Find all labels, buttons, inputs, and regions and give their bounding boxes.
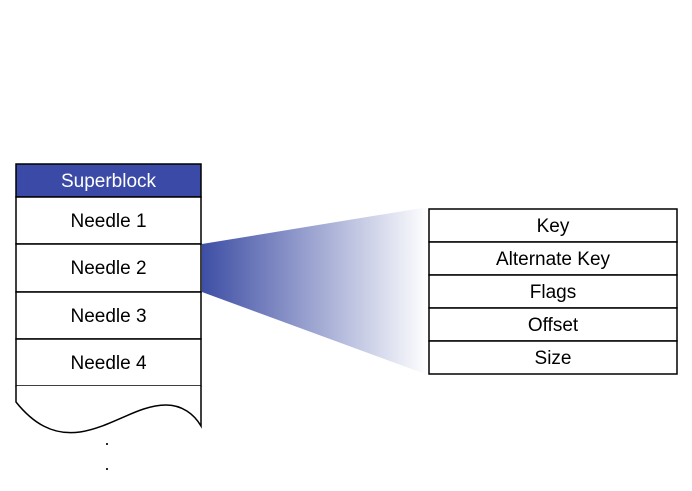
needle-label: Needle 1 [70,211,146,232]
superblock-label: Superblock [61,171,157,192]
torn-edge-continuation [15,386,202,434]
field-label: Key [537,216,570,237]
needle-detail-table: Key Alternate Key Flags Offset Size [428,208,678,375]
field-row [428,340,678,375]
needle-row [15,291,202,340]
field-label: Alternate Key [496,249,611,270]
superblock-header [15,163,202,198]
field-label: Size [535,348,572,369]
field-label: Flags [530,282,576,303]
needle-row [15,196,202,245]
continuation-dot: . [104,454,109,474]
zoom-connector [202,207,428,375]
needle-row [15,243,202,293]
continuation-dot: . [104,429,109,449]
field-label: Offset [528,315,579,336]
field-row [428,274,678,309]
needle-label: Needle 2 [70,258,146,279]
store-file: Superblock Needle 1 Needle 2 Needle 3 Ne… [15,163,202,474]
field-row [428,208,678,243]
needle-label: Needle 3 [70,306,146,327]
needle-label: Needle 4 [70,353,146,374]
